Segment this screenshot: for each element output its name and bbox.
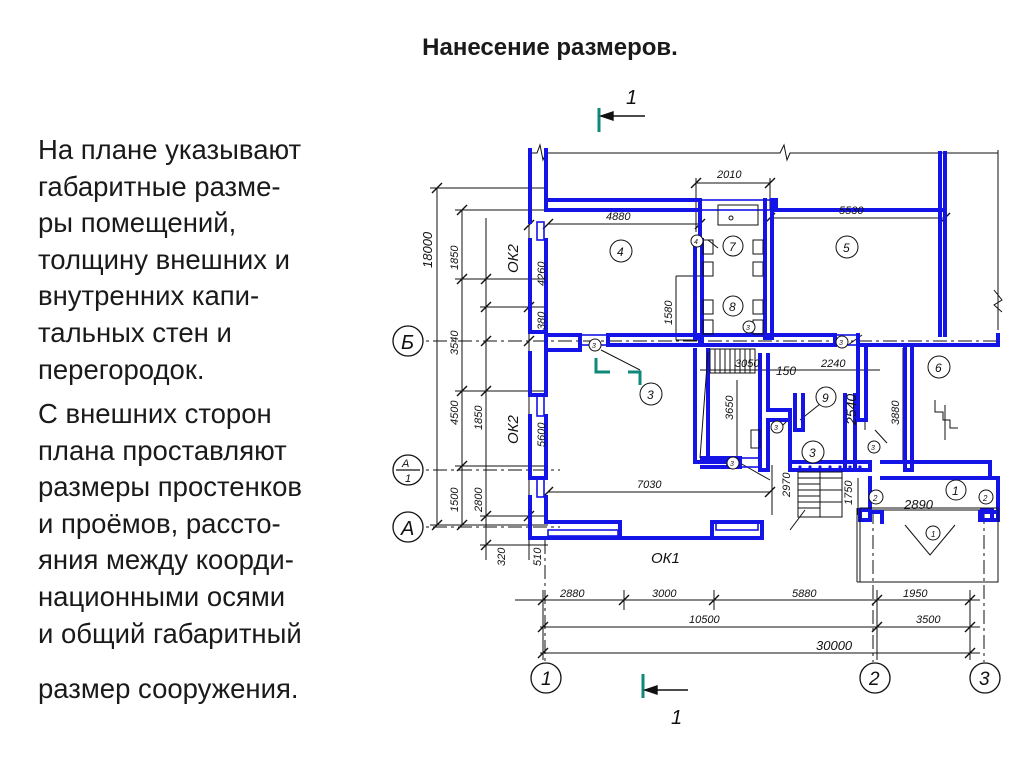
window-label-ok1: ОК1 [651, 550, 680, 567]
dim-3050: 3050 [735, 358, 760, 370]
room-number-9: 9 [822, 391, 829, 405]
section-cut [594, 108, 645, 698]
dim-1750: 1750 [843, 480, 855, 505]
room-number-7: 7 [729, 240, 737, 254]
room-number-2a: 2 [872, 494, 878, 503]
marker-3c: 3 [774, 425, 778, 432]
text-line: размеры простенков [38, 471, 303, 503]
section-mark-top: 1 [626, 87, 637, 109]
dim-10500: 10500 [689, 614, 720, 626]
axis-label-a: А [400, 518, 414, 540]
dim-1850-top: 1850 [449, 245, 461, 270]
marker-4: 4 [694, 239, 698, 246]
dim-2880: 2880 [559, 588, 585, 600]
marker-3e: 3 [871, 445, 875, 452]
text-line-last: размер сооружения. [38, 673, 299, 704]
room-number-3: 3 [647, 388, 654, 402]
text-line: национными осями [38, 580, 286, 612]
axis-label-1: 1 [541, 669, 552, 690]
section-mark-bottom: 1 [671, 707, 682, 729]
text-line: толщину внешних и [38, 243, 291, 275]
marker-3d: 3 [839, 340, 843, 347]
text-line: яния между коорди- [38, 544, 294, 576]
axis-markers [392, 325, 1001, 694]
text-line: тальных стен и [38, 316, 232, 348]
dim-3540: 3540 [449, 330, 461, 355]
dim-7030: 7030 [637, 479, 662, 491]
paragraph-plan-dimensions: На плане указывают габаритные разме- ры … [38, 132, 373, 388]
dim-2240: 2240 [820, 358, 846, 370]
marker-3f: 3 [746, 325, 750, 332]
room-number-6: 6 [935, 361, 942, 375]
dim-510: 510 [532, 547, 544, 566]
railing-dots [798, 465, 862, 469]
room-number-4: 4 [617, 245, 624, 259]
text-line: габаритные разме- [38, 170, 281, 202]
dim-320: 320 [496, 547, 508, 566]
dim-5880: 5880 [792, 588, 817, 600]
text-line: ры помещений, [38, 207, 237, 239]
axis-label-2: 2 [868, 669, 880, 690]
room-number-3b: 3 [809, 446, 816, 460]
room-number-1b: 1 [931, 530, 935, 539]
dim-4500: 4500 [449, 400, 461, 425]
dim-30000: 30000 [816, 638, 853, 653]
paragraph-outer-dimensions: С внешних сторон плана проставляют разме… [38, 396, 373, 652]
room-number-1: 1 [952, 484, 959, 498]
dim-2970: 2970 [781, 472, 793, 498]
dim-4260: 4260 [536, 261, 548, 286]
dim-2890: 2890 [903, 497, 934, 512]
marker-3b: 3 [730, 461, 734, 468]
dim-5600: 5600 [536, 422, 548, 447]
dim-1580: 1580 [663, 300, 675, 325]
dim-3880: 3880 [890, 400, 902, 425]
text-line: внутренних капи- [38, 280, 260, 312]
drawing-labels: 1 1 Б А 1 А 1 2 3 18000 1850 3540 4500 1… [400, 87, 990, 729]
window-label-ok2-top: ОК2 [505, 243, 522, 273]
stairs-and-fixtures [699, 204, 999, 583]
axis-label-3: 3 [979, 669, 990, 690]
marker-3a: 3 [592, 343, 596, 350]
room-number-5: 5 [843, 241, 850, 255]
dim-3000: 3000 [652, 588, 677, 600]
dim-380: 380 [536, 311, 548, 330]
dim-150: 150 [776, 364, 796, 378]
text-line: плана проставляют [38, 434, 287, 466]
dim-3500: 3500 [916, 614, 941, 626]
text-line: и общий габаритный [38, 617, 302, 649]
dim-5530: 5530 [839, 205, 864, 217]
text-line: перегородок. [38, 353, 205, 385]
dim-2010: 2010 [716, 169, 742, 181]
dim-4880: 4880 [606, 211, 631, 223]
window-label-ok2-mid: ОК2 [505, 414, 522, 444]
text-line: и проёмов, рассто- [38, 507, 281, 539]
dim-1950: 1950 [903, 588, 928, 600]
axis-label-a1-num: А [401, 458, 409, 470]
text-line: С внешних сторон [38, 398, 272, 429]
room-number-8: 8 [729, 300, 736, 314]
dim-18000: 18000 [420, 231, 435, 268]
dim-3650: 3650 [724, 395, 736, 420]
window-door-openings [536, 199, 859, 537]
axis-label-a1-den: 1 [405, 473, 411, 485]
dim-1500: 1500 [449, 487, 461, 512]
slide-title: Нанесение размеров. [422, 34, 678, 61]
axis-label-b: Б [401, 332, 414, 354]
room-circles [588, 234, 994, 541]
section-arrows [598, 111, 688, 695]
text-line: На плане указывают [38, 134, 302, 165]
dim-2540: 2540 [843, 394, 859, 426]
dim-2800: 2800 [473, 487, 485, 513]
dim-1850-mid: 1850 [473, 405, 485, 430]
room-number-2b: 2 [982, 494, 988, 503]
